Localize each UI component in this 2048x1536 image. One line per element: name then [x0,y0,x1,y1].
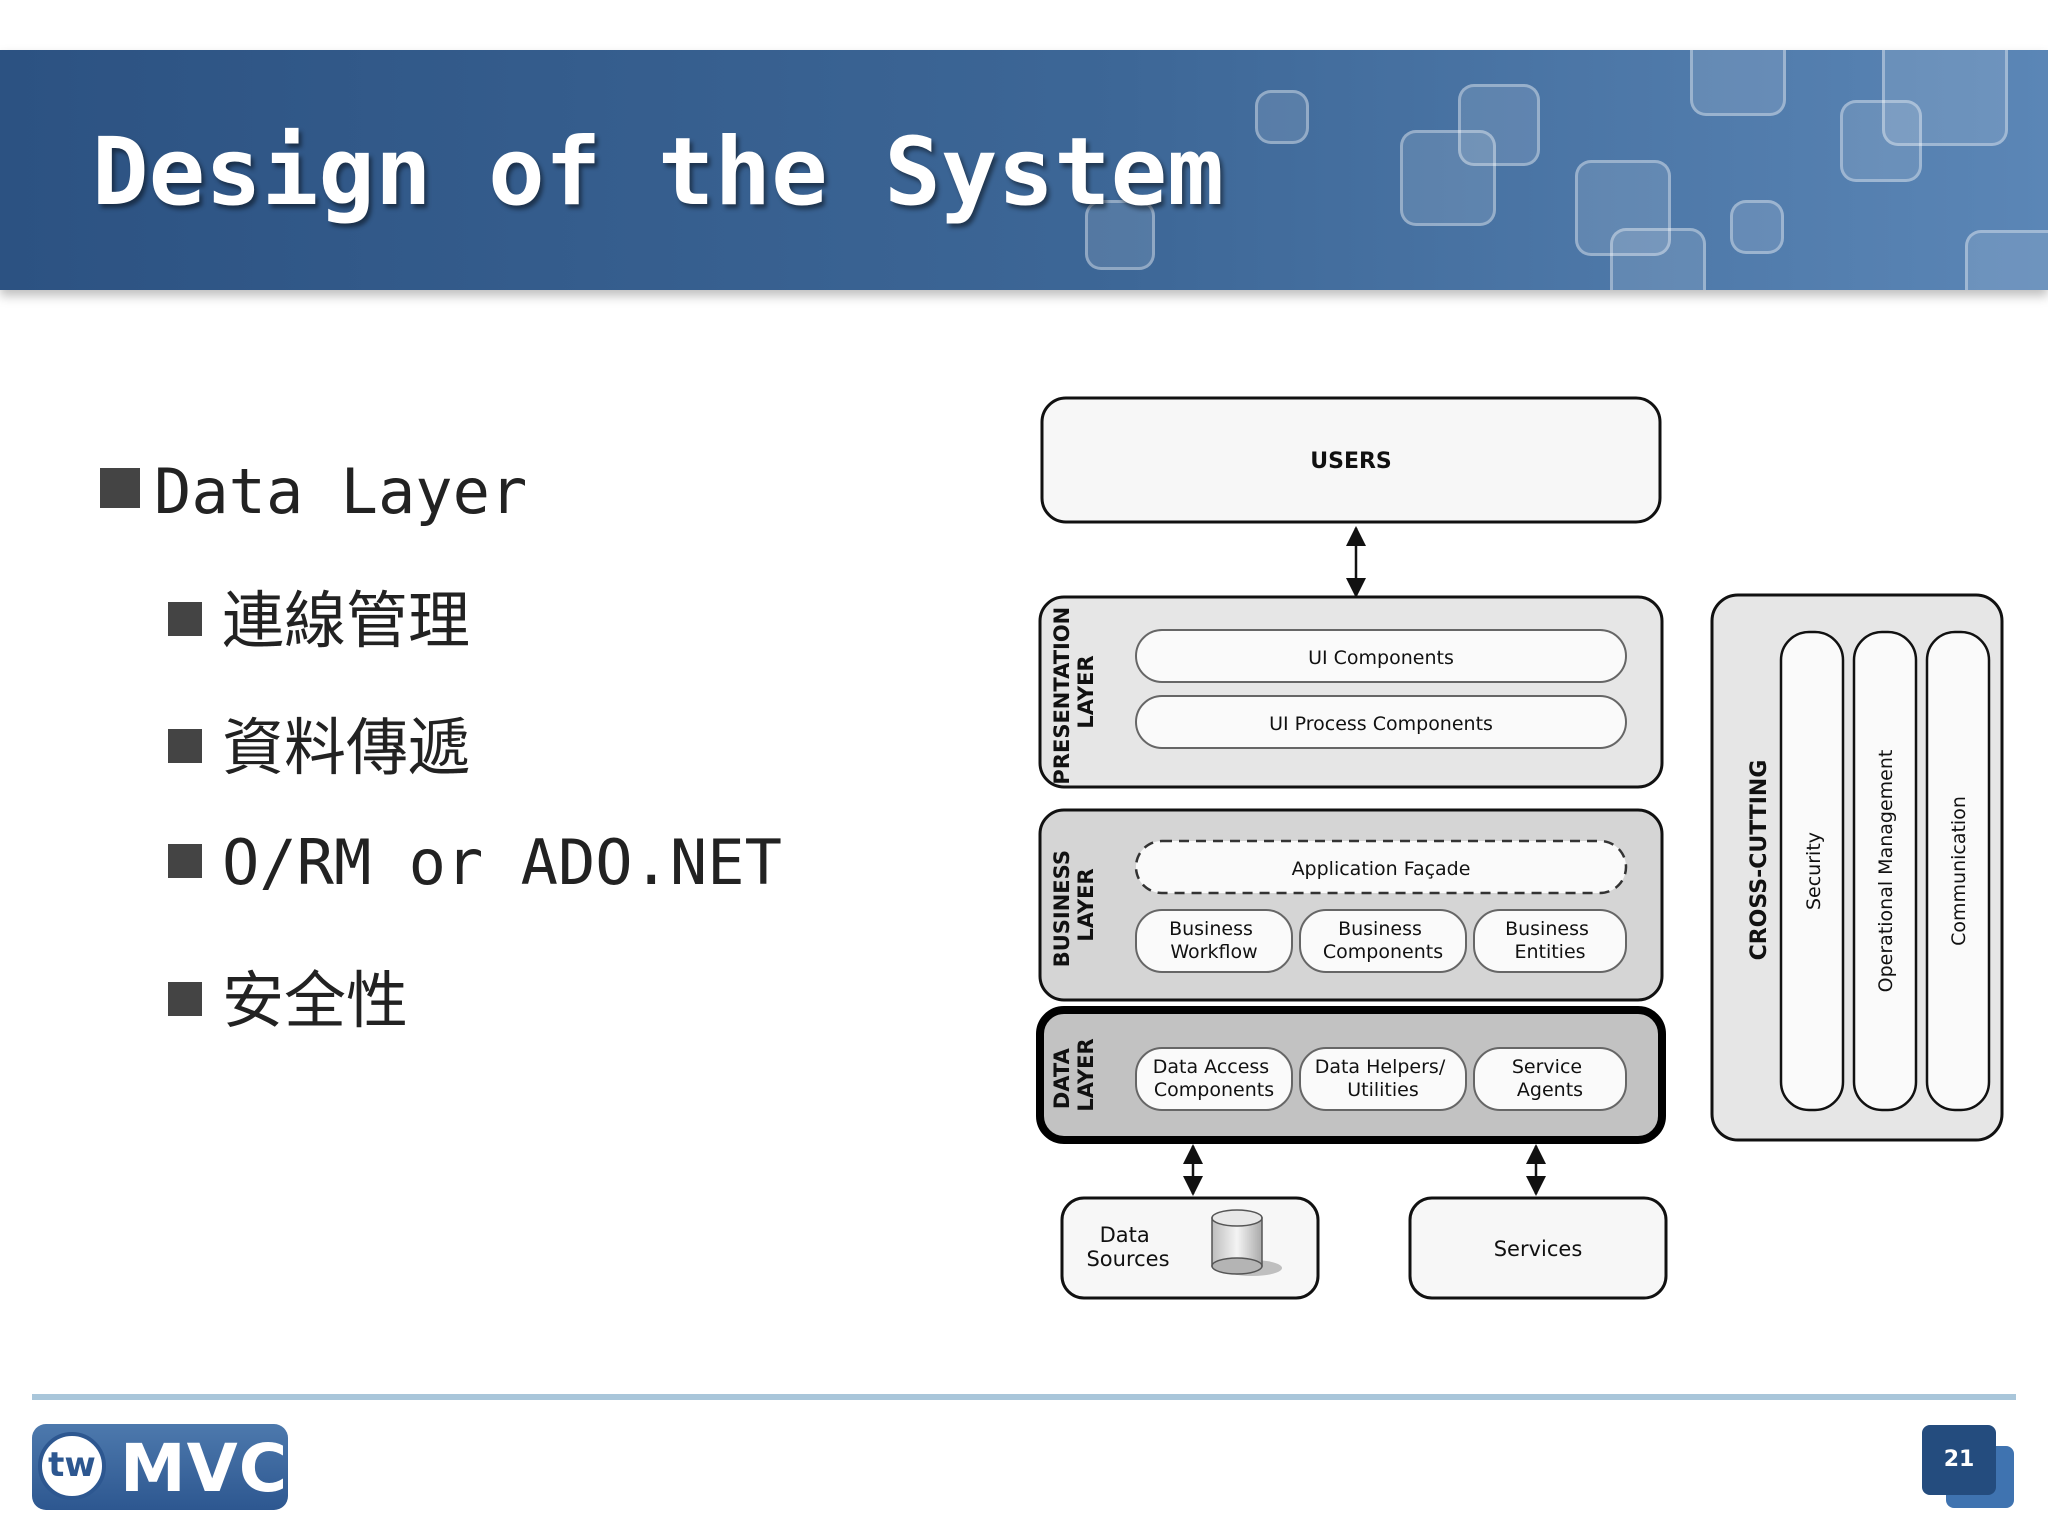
data-layer-label: DATA [1050,1047,1074,1109]
users-label: USERS [1310,449,1392,474]
users-box: USERS [1040,396,1662,524]
decorative-square [1458,84,1540,166]
decorative-square [1400,130,1496,226]
svg-text:PRESENTATION LAYER: PRESENTATION LAYER [1050,599,1098,784]
svg-text:Business Components: Business Components [1323,918,1443,963]
decorative-square [1690,50,1786,116]
data-helpers-label: Utilities [1347,1079,1419,1101]
bullet-sub: 安全性 [168,950,408,1040]
business-components-label: Business [1338,918,1422,940]
svg-text:Data Sources: Data Sources [1086,1223,1169,1271]
svg-text:BUSINESS LAYER: BUSINESS LAYER [1050,843,1098,968]
data-helpers-label: Data Helpers/ [1315,1056,1446,1078]
data-access-components-label: Data Access [1153,1056,1269,1078]
bullet-sub-text: O/RM or ADO.NET [222,826,782,899]
business-workflow-label: Business [1169,918,1253,940]
business-layer-label: LAYER [1074,868,1098,941]
svg-text:Data Access Components: Data Access Components [1153,1056,1276,1101]
bullet-square-icon [100,467,140,508]
operational-management-label: Operational Management [1875,750,1897,993]
decorative-square [1882,50,2008,146]
business-components-label: Components [1323,941,1443,963]
presentation-layer-label: LAYER [1074,655,1098,728]
bullet-sub: 資料傳遞 [168,697,470,787]
bullet-sub-text: 安全性 [222,964,409,1037]
bullet-sub: O/RM or ADO.NET [168,826,782,899]
data-sources-label: Data [1100,1223,1150,1247]
communication-label: Communication [1948,796,1970,946]
svg-text:Service Agents: Service Agents [1512,1056,1588,1101]
business-entities-label: Business [1505,918,1589,940]
service-agents-label: Agents [1517,1079,1583,1101]
services-box: Services [1408,1196,1668,1300]
page-number: 21 [1922,1425,1996,1495]
database-cylinder-icon [1211,1209,1282,1276]
business-layer: BUSINESS LAYER Application Façade Busine… [1038,808,1664,1002]
business-workflow-label: Workflow [1170,941,1257,963]
logo-mark: tw [38,1432,106,1500]
bullet-main-text: Data Layer [154,455,528,528]
bullet-sub-text: 連線管理 [222,584,471,657]
decorative-square [1610,228,1706,290]
architecture-diagram: USERS PRESENTATION LAYER UI Components U… [1036,396,2004,1300]
ui-process-components-label: UI Process Components [1269,713,1493,735]
bullet-sub: 連線管理 [168,570,470,660]
service-agents-label: Service [1512,1056,1582,1078]
bullet-square-icon [168,601,202,636]
bullet-square-icon [168,981,202,1016]
data-layer-label: LAYER [1074,1038,1098,1111]
data-layer: DATA LAYER Data Access Components Data H… [1036,1006,1666,1144]
bullet-sub-text: 資料傳遞 [222,711,471,784]
svg-text:DATA LAYER: DATA LAYER [1050,1038,1098,1111]
cross-cutting-label: CROSS-CUTTING [1747,760,1772,961]
bullet-square-icon [168,843,202,878]
logo-text: MVC [120,1430,289,1507]
business-entities-label: Entities [1514,941,1585,963]
bullet-main: Data Layer [100,455,527,528]
presentation-layer: PRESENTATION LAYER UI Components UI Proc… [1038,595,1664,789]
svg-text:Business Entities: Business Entities [1505,918,1595,963]
cross-cutting-panel: CROSS-CUTTING Security Operational Manag… [1710,593,2004,1142]
footer-divider [32,1394,2016,1400]
decorative-square [1965,230,2048,290]
security-label: Security [1803,832,1825,910]
title-banner: Design of the System [0,50,2048,290]
svg-text:Data Helpers/ Utilities: Data Helpers/ Utilities [1315,1056,1452,1101]
decorative-square [1255,90,1309,144]
decorative-square [1085,200,1155,270]
ui-components-label: UI Components [1308,647,1454,669]
bullet-square-icon [168,728,202,763]
application-facade-label: Application Façade [1292,858,1471,880]
tw-mvc-logo: tw MVC [32,1424,288,1510]
svg-text:Business Workflow: Business Workflow [1169,918,1259,963]
data-sources-label: Sources [1086,1247,1169,1271]
slide-title: Design of the System [92,118,1224,227]
data-sources-box: Data Sources [1060,1196,1320,1300]
business-layer-label: BUSINESS [1050,850,1074,967]
services-label: Services [1494,1237,1583,1261]
decorative-square [1840,100,1922,182]
decorative-square [1730,200,1784,254]
data-access-components-label: Components [1154,1079,1274,1101]
presentation-layer-label: PRESENTATION [1050,607,1074,785]
